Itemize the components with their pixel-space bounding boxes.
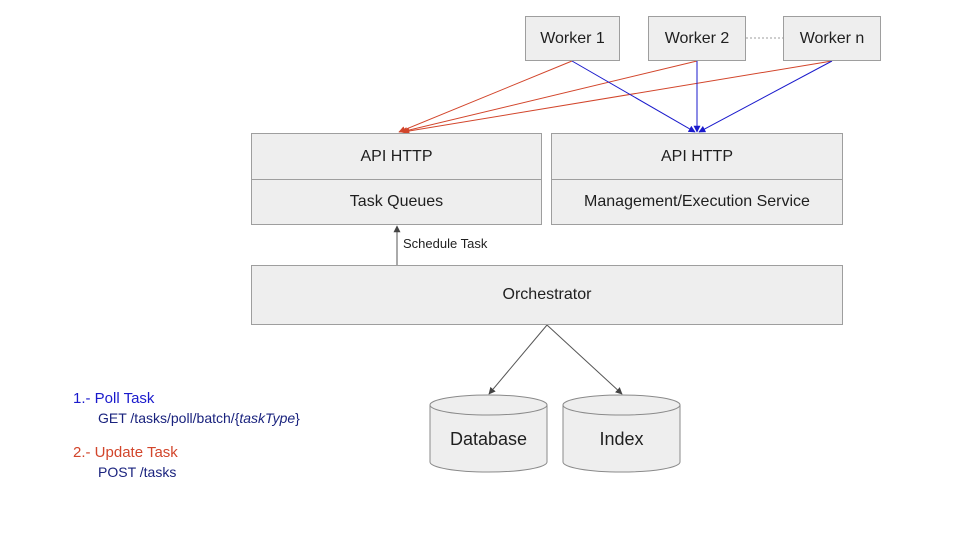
task-queues-api-http-box: API HTTP <box>251 133 542 180</box>
poll-endpoint-suffix: } <box>295 410 300 426</box>
update-arrow-worker-2 <box>400 60 698 134</box>
poll-arrow-worker-n <box>698 60 833 133</box>
worker-n-box: Worker n <box>783 16 881 61</box>
schedule-task-label: Schedule Task <box>403 236 488 251</box>
worker-2-box: Worker 2 <box>648 16 746 61</box>
orchestrator-to-database-arrow <box>488 324 548 395</box>
management-api-http-box: API HTTP <box>551 133 843 180</box>
database-label: Database <box>449 429 528 449</box>
management-execution-service-box: Management/Execution Service <box>551 179 843 225</box>
update-arrow-worker-1 <box>398 60 573 133</box>
poll-endpoint-prefix: GET /tasks/poll/batch/{ <box>98 410 240 426</box>
task-queues-box: Task Queues <box>251 179 542 225</box>
legend-update-task-endpoint: POST /tasks <box>98 464 177 480</box>
index-cylinder <box>562 394 681 473</box>
index-label: Index <box>599 429 644 449</box>
legend-poll-task-title: 1.- Poll Task <box>73 390 155 407</box>
legend-update-task-title: 2.- Update Task <box>73 444 178 461</box>
orchestrator-to-index-arrow <box>546 324 623 395</box>
worker-1-box: Worker 1 <box>525 16 620 61</box>
legend-poll-task-endpoint: GET /tasks/poll/batch/{taskType} <box>98 410 300 426</box>
orchestrator-box: Orchestrator <box>251 265 843 325</box>
database-cylinder <box>429 394 548 473</box>
poll-arrow-worker-1 <box>571 60 696 133</box>
poll-endpoint-variable: taskType <box>239 410 296 426</box>
update-arrow-worker-n <box>402 60 833 135</box>
